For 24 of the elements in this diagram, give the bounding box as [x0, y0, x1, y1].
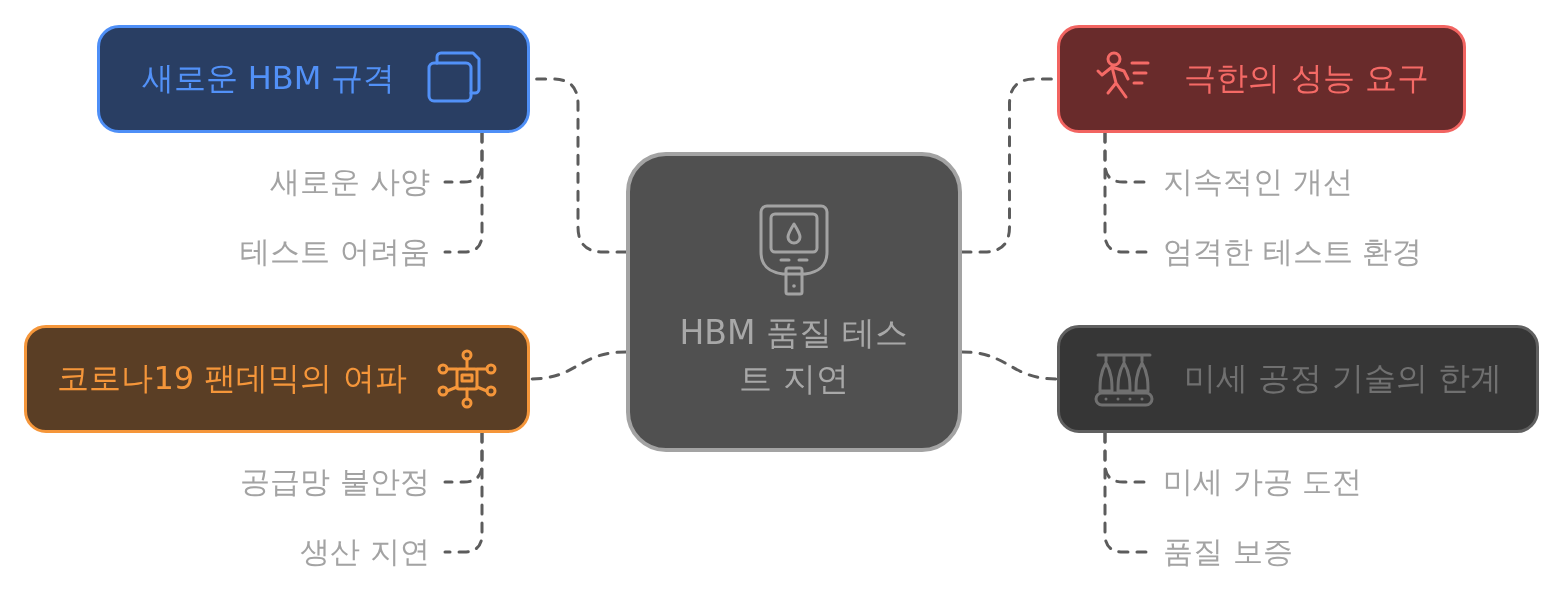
subtopic-label: 공급망 불안정	[240, 462, 430, 502]
subtopic-label: 미세 가공 도전	[1163, 462, 1363, 502]
topic-title: 코로나19 팬데믹의 여파	[57, 358, 407, 399]
dashed-connector	[528, 350, 628, 381]
topic-title: 극한의 성능 요구	[1184, 58, 1429, 99]
topic-title: 미세 공정 기술의 한계	[1183, 358, 1503, 399]
subtopic-label: 생산 지연	[300, 532, 430, 572]
subtopic-label: 품질 보증	[1163, 532, 1293, 572]
dashed-connector	[1103, 431, 1150, 554]
topic-box	[1057, 25, 1466, 133]
topic-box	[1057, 325, 1539, 433]
central-box	[626, 152, 962, 452]
dashed-connector	[1103, 131, 1150, 254]
subtopic-label: 테스트 어려움	[240, 232, 430, 272]
central-title: HBM 품질 테스트 지연	[678, 312, 910, 400]
topic-box	[97, 25, 530, 133]
topic-title: 새로운 HBM 규격	[141, 58, 396, 99]
subtopic-label: 새로운 사양	[270, 162, 430, 202]
dashed-connector	[960, 350, 1059, 381]
subtopic-label: 지속적인 개선	[1163, 162, 1353, 202]
dashed-connector	[443, 431, 484, 554]
dashed-connector	[443, 131, 484, 254]
subtopic-label: 엄격한 테스트 환경	[1163, 232, 1423, 272]
topic-box	[24, 325, 530, 433]
